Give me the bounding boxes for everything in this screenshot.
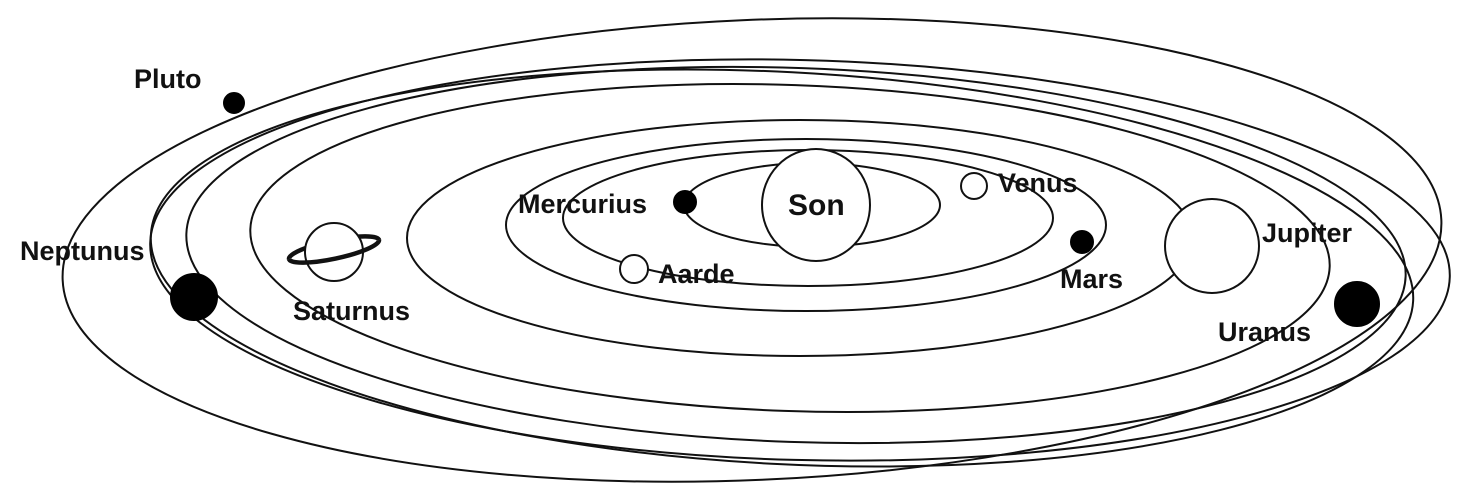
planet-aarde (619, 254, 649, 284)
planet-pluto (223, 92, 245, 114)
planets (170, 92, 1380, 327)
orbit-neptunus (149, 68, 1415, 468)
label-pluto: Pluto (134, 64, 202, 94)
planet-venus (960, 172, 988, 200)
planet-mars (1070, 230, 1094, 254)
label-aarde: Aarde (658, 259, 735, 289)
saturnus-ring-front (286, 239, 382, 265)
planet-uranus (1334, 281, 1380, 327)
planet-neptunus (170, 273, 218, 321)
label-neptunus: Neptunus (20, 236, 145, 266)
labels: Son Mercurius Venus Aarde Mars Jupiter S… (20, 64, 1353, 347)
label-mars: Mars (1060, 264, 1123, 294)
planet-saturnus (286, 222, 382, 282)
orbit-aarde (505, 138, 1107, 312)
orbit-jupiter (249, 83, 1331, 413)
label-son: Son (788, 189, 845, 222)
son (761, 148, 871, 262)
label-saturnus: Saturnus (293, 296, 410, 326)
label-venus: Venus (998, 168, 1078, 198)
planet-mercurius (673, 190, 697, 214)
label-jupiter: Jupiter (1262, 218, 1353, 248)
orbit-pluto (61, 17, 1443, 483)
sun-circle (761, 148, 871, 262)
label-mercurius: Mercurius (518, 189, 647, 219)
planet-jupiter (1164, 198, 1260, 294)
label-uranus: Uranus (1218, 317, 1311, 347)
orbit-saturnus (185, 65, 1407, 445)
